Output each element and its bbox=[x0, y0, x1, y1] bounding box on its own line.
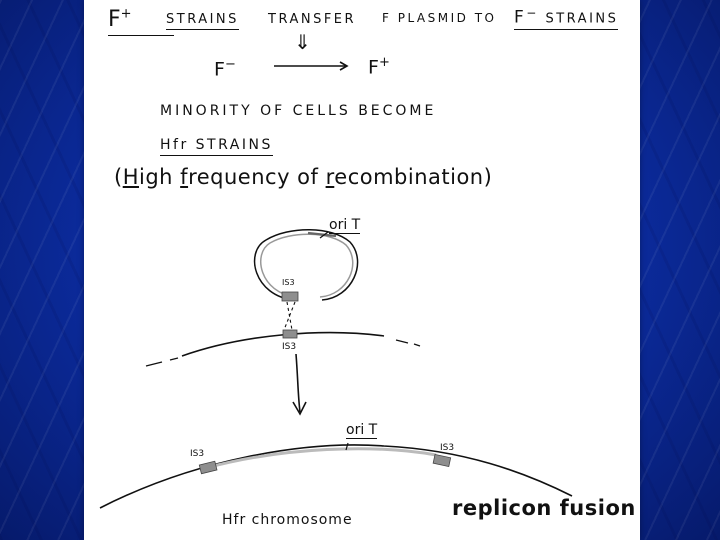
transfer-word: TRANSFER bbox=[268, 12, 357, 27]
plasmid-orit-label: ori T bbox=[329, 217, 361, 234]
hfr-orit-label: ori T bbox=[346, 422, 378, 439]
hfr-is3-right-box bbox=[432, 453, 452, 468]
f-plasmid-circle bbox=[253, 229, 359, 301]
paren-open: ( bbox=[114, 165, 123, 189]
plus-sup: + bbox=[120, 7, 132, 22]
chromosome-is3-box bbox=[282, 329, 298, 339]
from-sup: − bbox=[224, 57, 236, 72]
h-underlined: H bbox=[122, 165, 139, 189]
conversion-arrow bbox=[274, 61, 349, 71]
down-double-arrow: ⇓ bbox=[294, 30, 311, 54]
hfr-chromosome-arc bbox=[99, 444, 573, 509]
f-letter: F bbox=[108, 7, 121, 33]
hfr-expansion: (High frequency of recombination) bbox=[114, 167, 492, 188]
to-letter: F bbox=[368, 56, 379, 79]
f-plus-underline: F+ bbox=[108, 7, 174, 37]
minus-sup: − bbox=[526, 6, 539, 20]
r-underlined: r bbox=[325, 165, 335, 189]
strains-end-word: STRAINS bbox=[545, 11, 619, 27]
f-minus-conversion: F− bbox=[214, 58, 236, 79]
plasmid-is3-label: IS3 bbox=[282, 278, 295, 287]
igh-text: igh bbox=[139, 165, 181, 189]
hfr-chromosome-label: Hfr chromosome bbox=[222, 512, 353, 528]
chromosome-is3-label: IS3 bbox=[282, 342, 297, 352]
ecombination-text: ecombination) bbox=[334, 165, 493, 189]
diagram-drawing bbox=[99, 61, 573, 509]
f-minus-strains: F− STRAINS bbox=[514, 6, 619, 31]
replicon-fusion-label: replicon fusion bbox=[452, 496, 636, 520]
strains-word: STRAINS bbox=[166, 13, 239, 30]
crossover-x bbox=[283, 301, 296, 331]
f-minus-letter: F bbox=[514, 7, 527, 28]
f-underlined: f bbox=[180, 165, 189, 189]
f-plasmid-to: F PLASMID TO bbox=[382, 11, 497, 25]
hfr-orit-pointer bbox=[345, 442, 349, 451]
hfr-is3-right-label: IS3 bbox=[440, 443, 455, 453]
hfr-is3-left-label: IS3 bbox=[190, 449, 205, 459]
f-plus-label: F+ bbox=[108, 7, 174, 37]
to-sup: + bbox=[378, 55, 390, 70]
f-plus-conversion: F+ bbox=[368, 56, 390, 77]
plasmid-orit-pointer bbox=[319, 231, 329, 239]
from-letter: F bbox=[214, 58, 225, 81]
plasmid-is3-box bbox=[281, 291, 299, 302]
minority-line: MINORITY OF CELLS BECOME bbox=[160, 103, 437, 119]
hfr-is3-left-box bbox=[198, 460, 218, 475]
hfr-strains-title: Hfr STRAINS bbox=[160, 138, 273, 156]
requency-text: requency of bbox=[188, 165, 326, 189]
integration-arrow bbox=[292, 353, 307, 416]
handwritten-page: F+ STRAINS TRANSFER F PLASMID TO F− STRA… bbox=[84, 0, 640, 540]
